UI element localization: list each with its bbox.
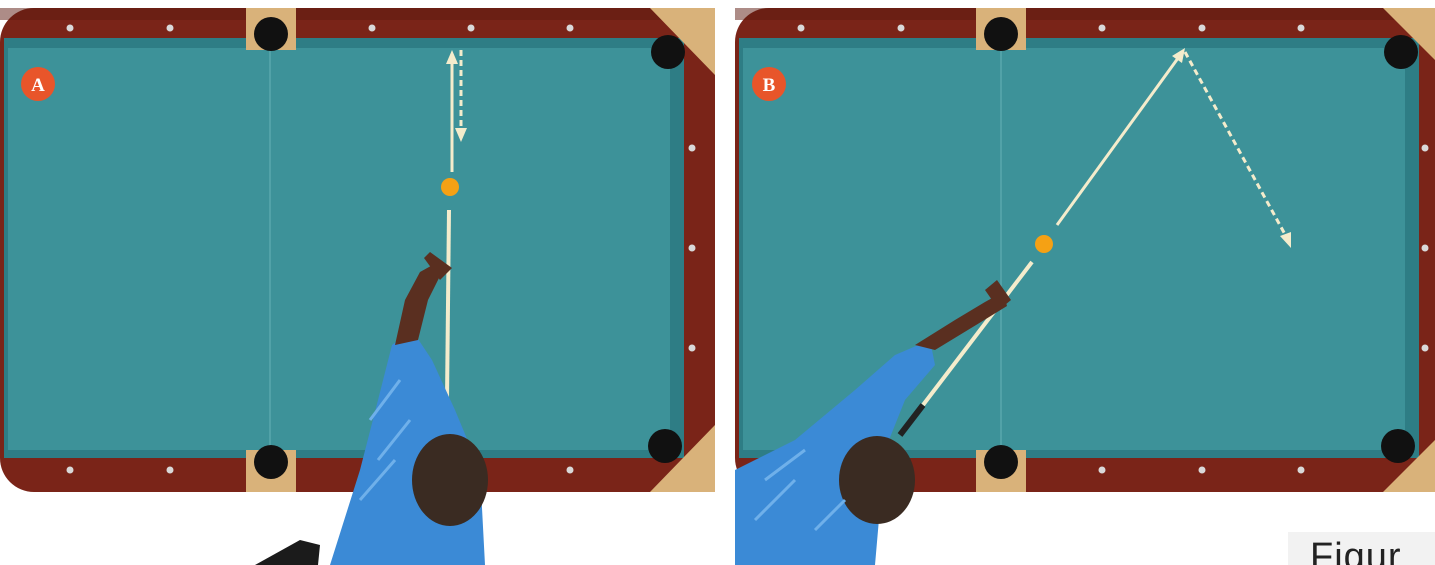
panel-label: A: [31, 75, 45, 96]
pool-table-diagram-a: A: [0, 0, 720, 565]
cue-ball: [441, 178, 459, 196]
cue-ball: [1035, 235, 1053, 253]
panel-label: B: [763, 75, 776, 96]
table-felt: [8, 48, 670, 450]
table-felt: [743, 48, 1405, 450]
figure-caption-text: Figur: [1310, 538, 1402, 565]
panel-badge: A: [21, 67, 55, 101]
figure-caption: Figur: [1288, 532, 1435, 565]
panel-badge: B: [752, 67, 786, 101]
diagram-panel-a: A: [0, 0, 720, 565]
diagram-panel-b: B: [735, 0, 1435, 565]
pool-table-diagram-b: B: [735, 0, 1435, 565]
